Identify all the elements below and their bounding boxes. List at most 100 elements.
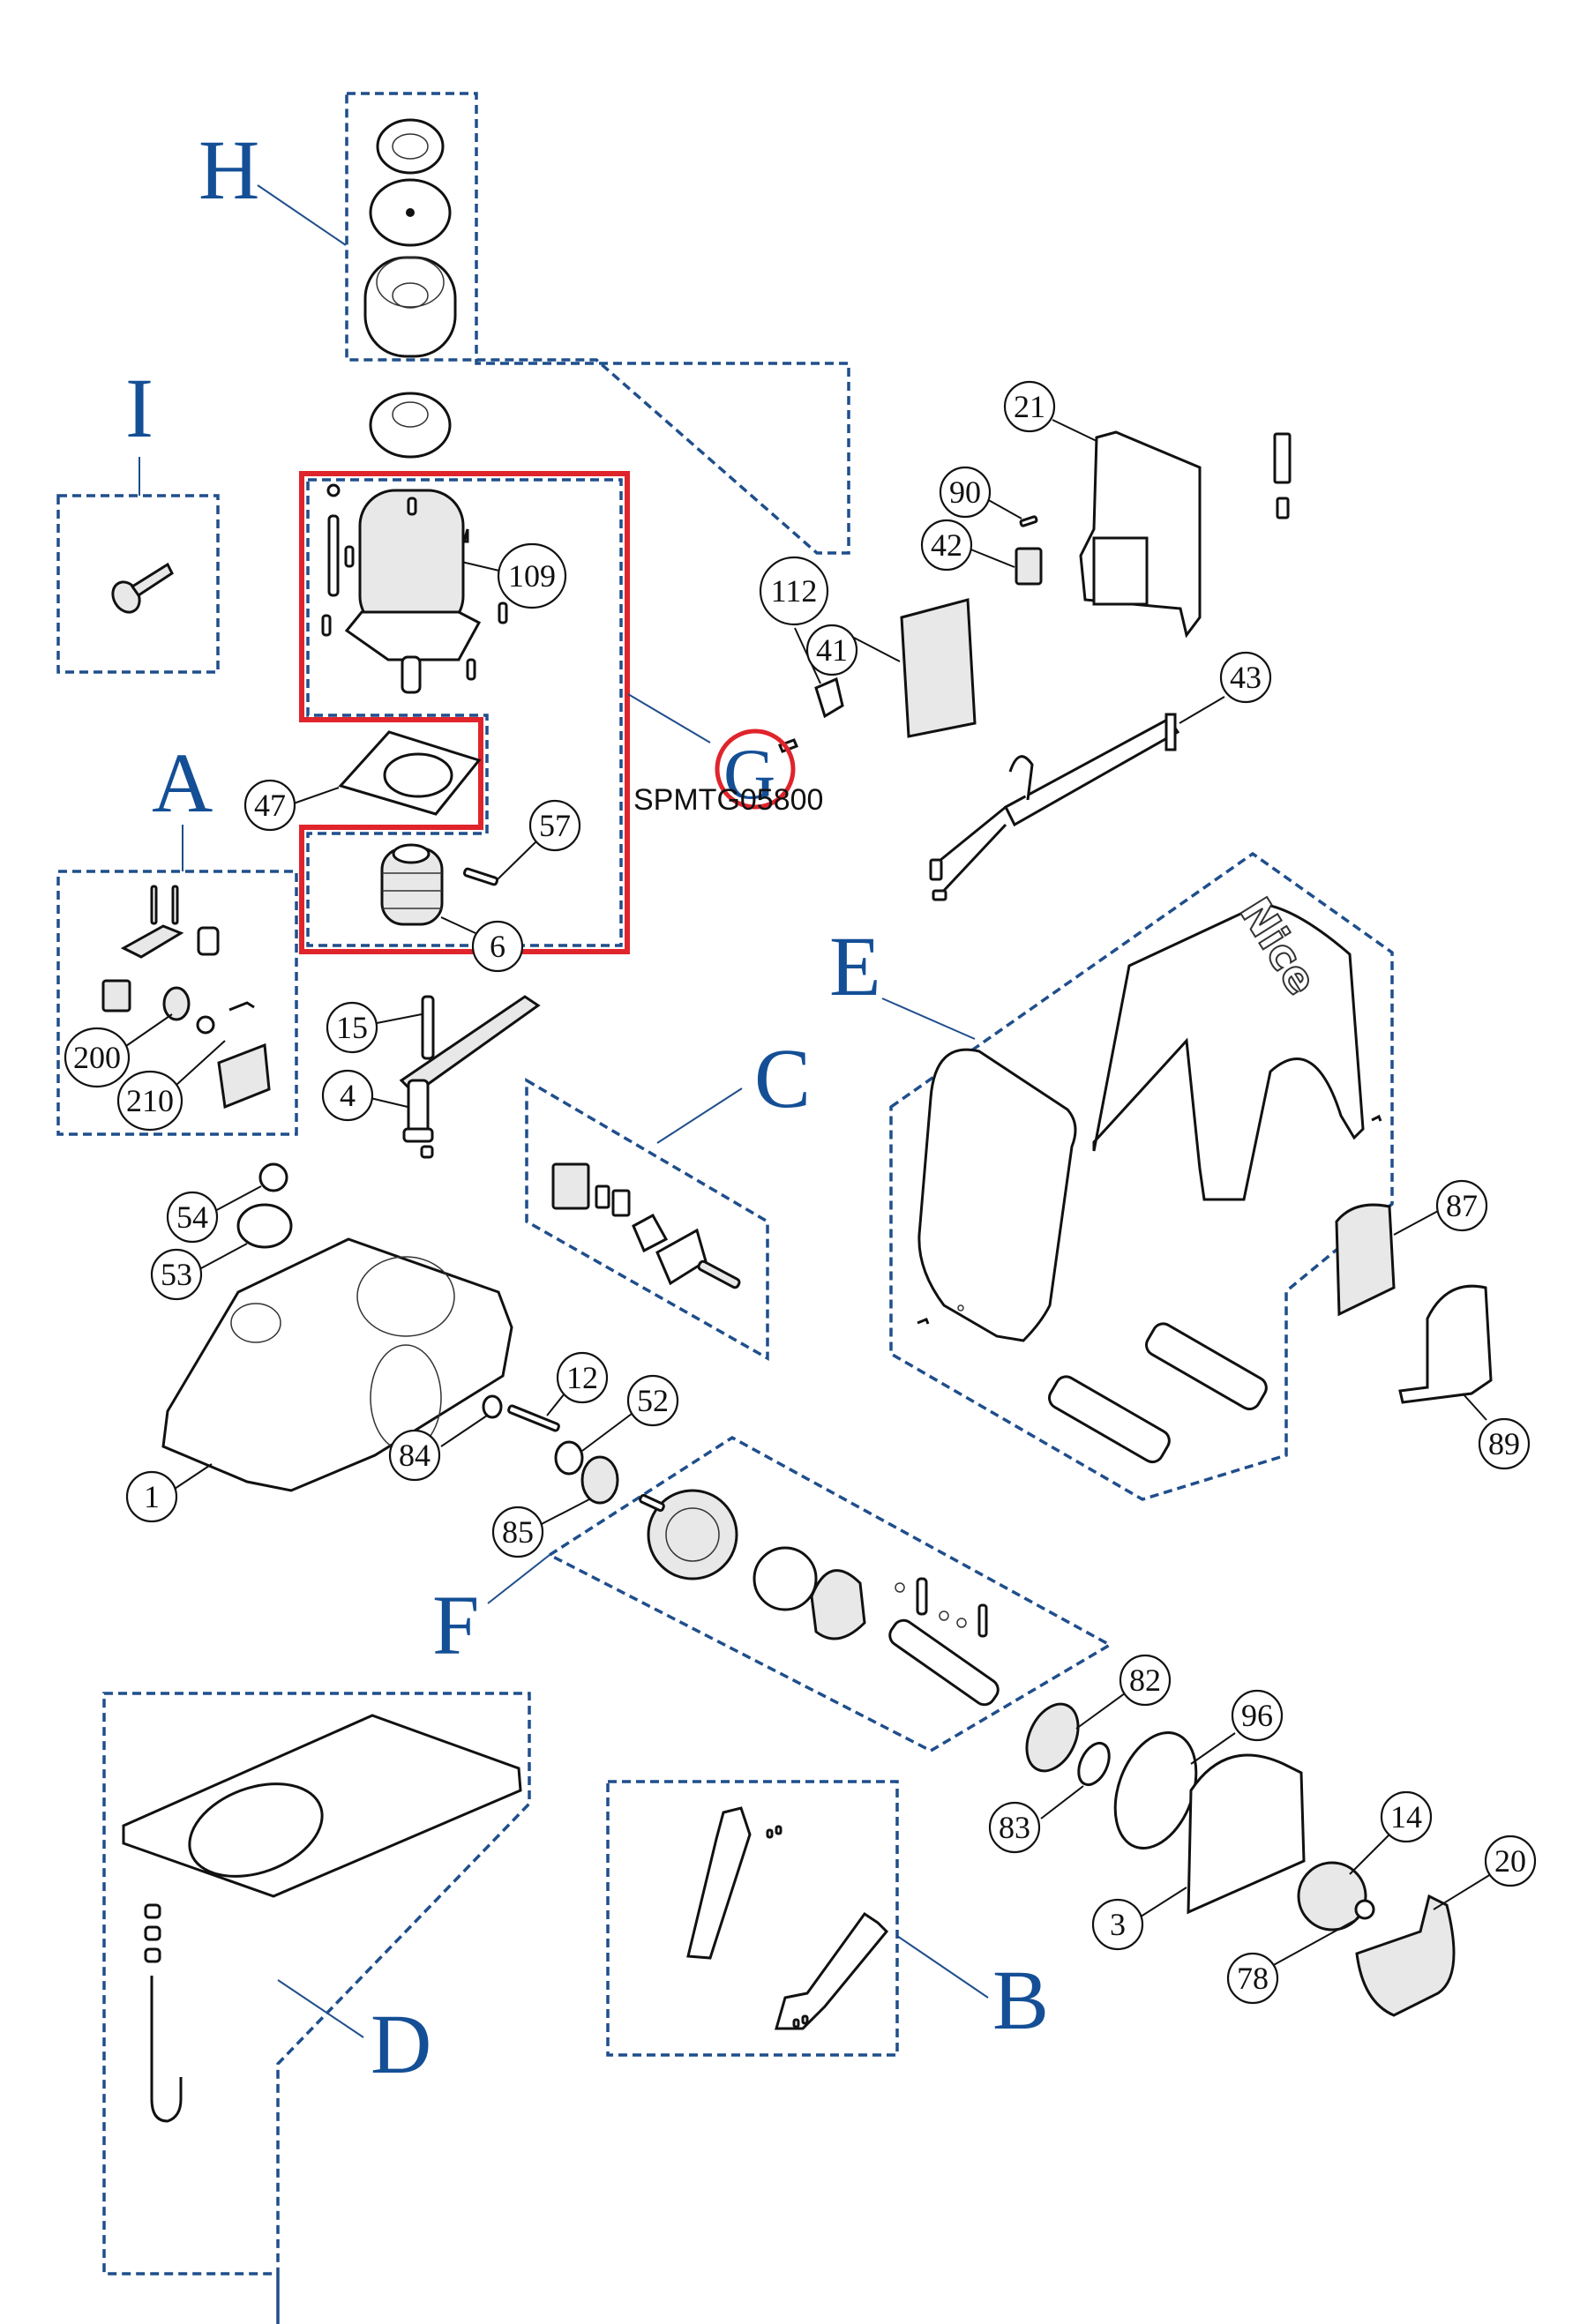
limit-switch-parts (551, 1162, 741, 1289)
group-c-leader (656, 1087, 743, 1144)
gear-shaft-parts (639, 1489, 1000, 1707)
callout-15[interactable]: 15 (326, 1001, 378, 1054)
pinion-cover-20 (1355, 1894, 1456, 2017)
callout-12[interactable]: 12 (556, 1351, 609, 1404)
callout-210[interactable]: 210 (116, 1070, 183, 1132)
motor (321, 489, 508, 694)
group-f-leader (487, 1554, 550, 1604)
callout-57[interactable]: 57 (528, 799, 581, 852)
washer-84 (482, 1394, 503, 1419)
group-i-boundary (56, 494, 220, 674)
group-e-boundary (889, 851, 1394, 1501)
callout-84[interactable]: 84 (388, 1429, 441, 1482)
gasket-47 (338, 730, 482, 816)
pin-57 (462, 867, 499, 886)
callout-54[interactable]: 54 (166, 1191, 219, 1244)
callout-109[interactable]: 109 (497, 542, 567, 609)
callout-89[interactable]: 89 (1478, 1417, 1531, 1470)
group-e: E Nice (829, 851, 1394, 1501)
fuse-90 (1019, 515, 1038, 527)
callout-83[interactable]: 83 (988, 1801, 1041, 1854)
svg-text:4: 4 (340, 1078, 356, 1113)
seal-53 (236, 1203, 293, 1249)
callout-41[interactable]: 41 (805, 624, 858, 676)
svg-text:14: 14 (1390, 1799, 1422, 1835)
callout-53[interactable]: 53 (150, 1248, 203, 1301)
top-cover: Nice (1092, 888, 1365, 1201)
group-d-label: D (371, 1997, 431, 2091)
flange-plate-3 (1187, 1753, 1306, 1915)
callout-14[interactable]: 14 (1380, 1790, 1433, 1843)
release-handles (686, 1806, 889, 2030)
vent-grille-87 (1335, 1203, 1396, 1317)
end-cap-1 (1048, 1375, 1171, 1464)
vent-grille-89 (1398, 1284, 1493, 1404)
group-h-leader (257, 184, 347, 246)
callout-52[interactable]: 52 (626, 1374, 679, 1427)
svg-text:47: 47 (254, 788, 286, 823)
callout-82[interactable]: 82 (1119, 1654, 1172, 1707)
callout-47[interactable]: 47 (243, 779, 296, 832)
callout-20[interactable]: 20 (1484, 1835, 1537, 1887)
worm-screw-6 (380, 843, 444, 926)
group-d: D (102, 1692, 531, 2324)
group-b-label: B (992, 1953, 1049, 2047)
callout-96[interactable]: 96 (1231, 1689, 1284, 1742)
washer-78 (1354, 1899, 1375, 1920)
callout-1[interactable]: 1 (125, 1470, 178, 1523)
callout-78[interactable]: 78 (1226, 1952, 1279, 2005)
group-f-boundary (546, 1435, 1113, 1752)
callout-42[interactable]: 42 (920, 519, 973, 572)
group-g-highlight-ring (715, 729, 796, 810)
gearbox-base-1 (161, 1237, 513, 1492)
svg-text:89: 89 (1488, 1426, 1520, 1461)
callout-87[interactable]: 87 (1435, 1179, 1488, 1232)
svg-text:3: 3 (1110, 1907, 1126, 1942)
group-i-label: I (125, 361, 154, 455)
group-i: I (56, 361, 220, 674)
bearing-85 (580, 1455, 619, 1505)
svg-text:96: 96 (1241, 1698, 1273, 1733)
svg-text:87: 87 (1446, 1188, 1478, 1223)
svg-text:6: 6 (490, 929, 505, 964)
group-g[interactable]: 47 6 57 G SPMTG05800 (243, 471, 823, 973)
group-e-leader (881, 998, 976, 1040)
release-parts (101, 885, 271, 1110)
callout-43[interactable]: 43 (1219, 651, 1272, 704)
control-board-21 (1079, 430, 1292, 639)
release-lever (399, 995, 541, 1159)
group-c-label: C (754, 1031, 811, 1125)
svg-text:1: 1 (144, 1479, 160, 1514)
svg-text:20: 20 (1494, 1843, 1526, 1879)
callout-4[interactable]: 4 (321, 1069, 374, 1122)
svg-text:84: 84 (399, 1438, 431, 1473)
cable-harness-43 (929, 713, 1180, 901)
callout-90[interactable]: 90 (939, 466, 992, 519)
group-b-leader (896, 1935, 989, 1999)
svg-text:78: 78 (1237, 1961, 1269, 1996)
svg-text:15: 15 (336, 1010, 368, 1045)
group-e-label: E (829, 919, 881, 1013)
callout-112[interactable]: 112 (759, 556, 829, 626)
callout-21[interactable]: 21 (1003, 380, 1056, 433)
oring-52 (554, 1440, 584, 1476)
part-112: 112 (759, 556, 844, 753)
group-g-boundary (306, 478, 623, 947)
group-a-boundary (56, 870, 298, 1136)
receiver-41 (900, 598, 977, 738)
group-f: F (432, 1435, 1113, 1752)
callout-200[interactable]: 200 (64, 1027, 131, 1088)
group-h-label: H (198, 123, 259, 217)
callout-85[interactable]: 85 (491, 1506, 544, 1558)
group-f-label: F (432, 1578, 479, 1672)
callout-3[interactable]: 3 (1091, 1898, 1144, 1951)
group-a: A 200 210 (56, 736, 298, 1136)
group-a-label: A (152, 736, 213, 830)
svg-text:82: 82 (1129, 1663, 1161, 1698)
pin-12 (507, 1404, 560, 1432)
group-d-leader (277, 1979, 364, 2038)
callout-6[interactable]: 6 (471, 920, 524, 973)
svg-text:57: 57 (539, 808, 571, 843)
group-g-highlight-boundary (299, 471, 630, 954)
